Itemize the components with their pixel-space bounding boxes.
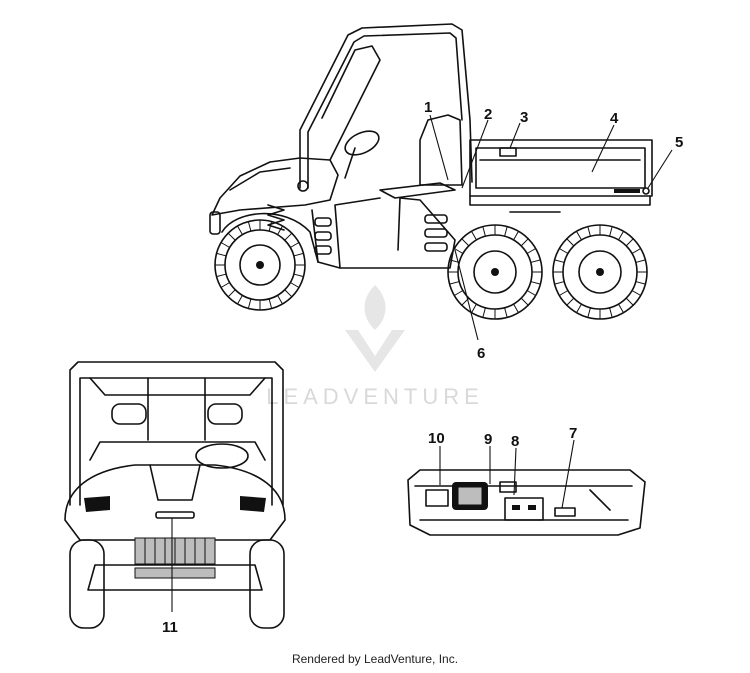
callout-8: 8 [511, 433, 519, 450]
callout-2: 2 [484, 106, 492, 123]
callout-7: 7 [569, 425, 577, 442]
callout-9: 9 [484, 431, 492, 448]
leadventure-watermark: LEADVENTURE [266, 285, 484, 409]
vehicle-side-view [209, 23, 653, 320]
vehicle-front-view [64, 361, 286, 629]
callout-4: 4 [610, 110, 619, 127]
callout-1: 1 [424, 99, 432, 116]
footer-credit: Rendered by LeadVenture, Inc. [291, 652, 459, 666]
callout-6: 6 [477, 345, 485, 362]
dashboard-detail [407, 469, 646, 536]
callout-3: 3 [520, 109, 528, 126]
callout-11: 11 [162, 619, 178, 636]
watermark-text: LEADVENTURE [266, 384, 484, 409]
leader-lines [171, 114, 673, 612]
callout-10: 10 [428, 430, 445, 447]
callout-labels: 1 2 3 4 5 6 7 8 9 10 11 [162, 99, 683, 636]
callout-5: 5 [675, 134, 683, 151]
